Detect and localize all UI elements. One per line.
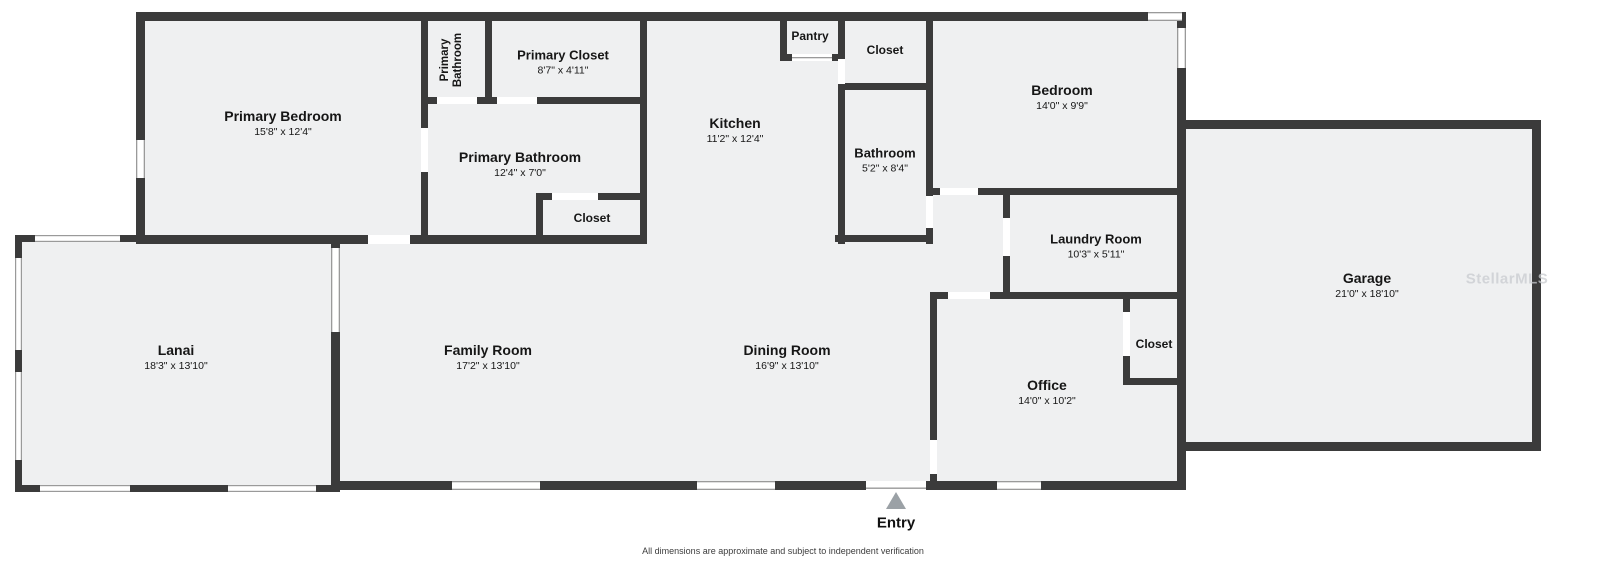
watermark: StellarMLS — [1465, 270, 1549, 288]
room-fills — [15, 12, 1541, 492]
footer-disclaimer: All dimensions are approximate and subje… — [642, 546, 924, 556]
entry-marker-icon — [886, 492, 906, 509]
entry-label: Entry — [876, 514, 916, 532]
window-marks — [15, 12, 1186, 492]
door-openings — [368, 54, 1130, 490]
